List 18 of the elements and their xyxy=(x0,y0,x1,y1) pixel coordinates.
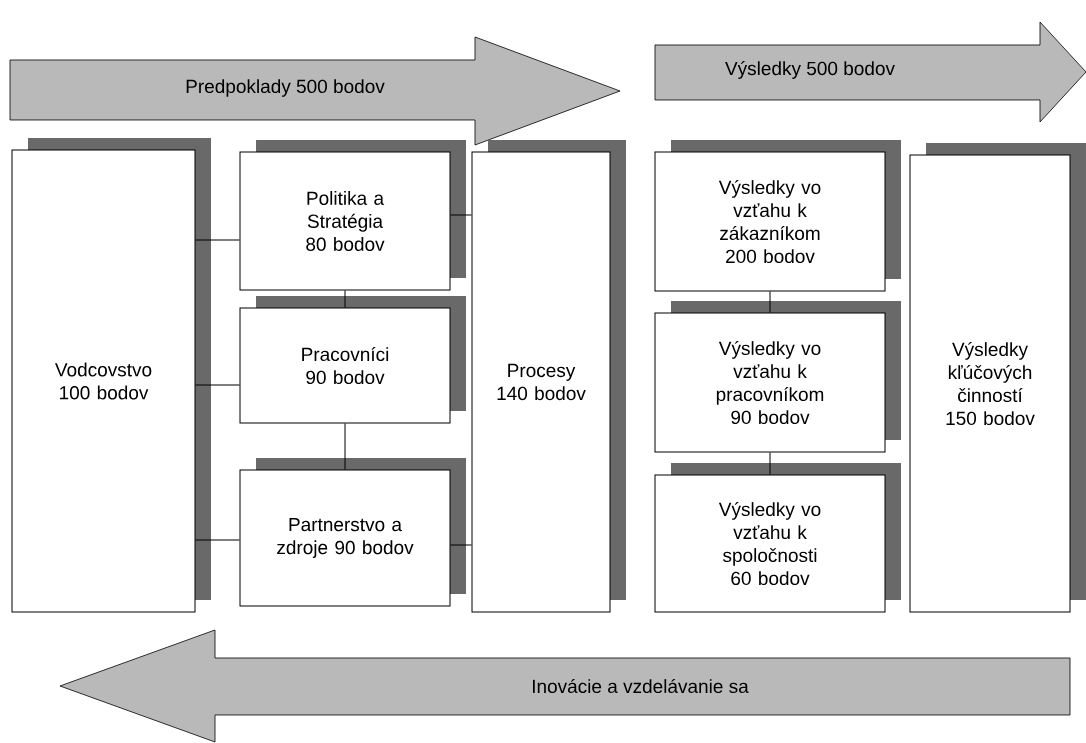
connector-line xyxy=(195,239,240,241)
connector-line xyxy=(769,452,771,475)
connector-line xyxy=(344,290,346,308)
box: Partnerstvo a zdroje 90 bodov xyxy=(239,458,466,607)
box: Procesy 140 bodov xyxy=(471,140,626,613)
connector-line xyxy=(450,214,472,216)
connector-line xyxy=(195,384,240,386)
connector-line xyxy=(769,291,771,313)
connector-line xyxy=(195,539,240,541)
connector-line xyxy=(344,423,346,470)
box: Politika a Stratégia 80 bodov xyxy=(239,140,466,291)
box: Vodcovstvo 100 bodov xyxy=(11,138,211,613)
box: Výsledky vo vzťahu k pracovníkom 90 bodov xyxy=(654,301,901,453)
box: Výsledky vo vzťahu k spoločnosti 60 bodov xyxy=(654,463,901,613)
box: Výsledky kľúčových činností 150 bodov xyxy=(909,143,1086,613)
box: Pracovníci 90 bodov xyxy=(239,296,466,424)
connector-line xyxy=(450,544,472,546)
box: Výsledky vo vzťahu k zákazníkom 200 bodov xyxy=(654,140,901,292)
